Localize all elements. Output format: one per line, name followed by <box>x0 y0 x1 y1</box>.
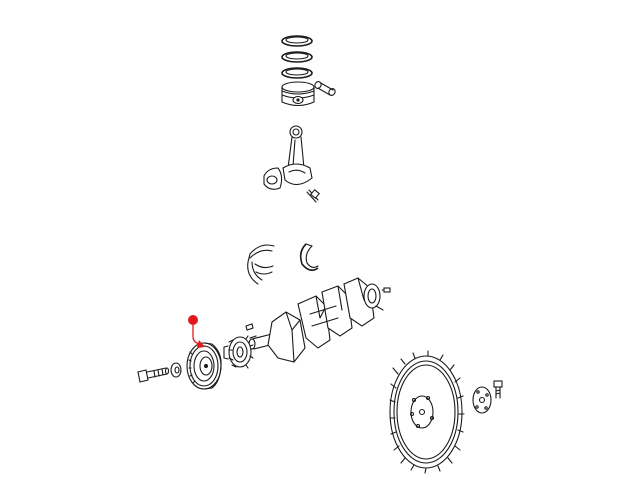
callout-arrowhead <box>197 340 205 348</box>
rod-bearing-shell <box>263 167 283 190</box>
rod-bolt <box>306 188 321 203</box>
vibration-damper[interactable] <box>186 342 222 390</box>
timing-sprocket <box>223 335 254 369</box>
piston <box>281 81 315 107</box>
flywheel <box>389 350 465 474</box>
dowel-pins <box>375 287 391 311</box>
damper-bolt <box>137 367 170 383</box>
crankshaft <box>248 277 381 363</box>
thrust-washer <box>299 243 319 272</box>
piston-pin <box>314 81 336 96</box>
callout-arrow <box>192 325 204 347</box>
callout-dot[interactable] <box>188 315 198 325</box>
flywheel-plate <box>472 386 492 414</box>
callout-marker[interactable] <box>188 315 205 348</box>
damper-washer <box>170 362 182 378</box>
crank-key <box>245 323 257 339</box>
connecting-rod <box>282 125 313 186</box>
main-bearing-shells <box>247 244 275 285</box>
piston-rings <box>281 35 313 79</box>
flywheel-bolt <box>493 380 503 399</box>
